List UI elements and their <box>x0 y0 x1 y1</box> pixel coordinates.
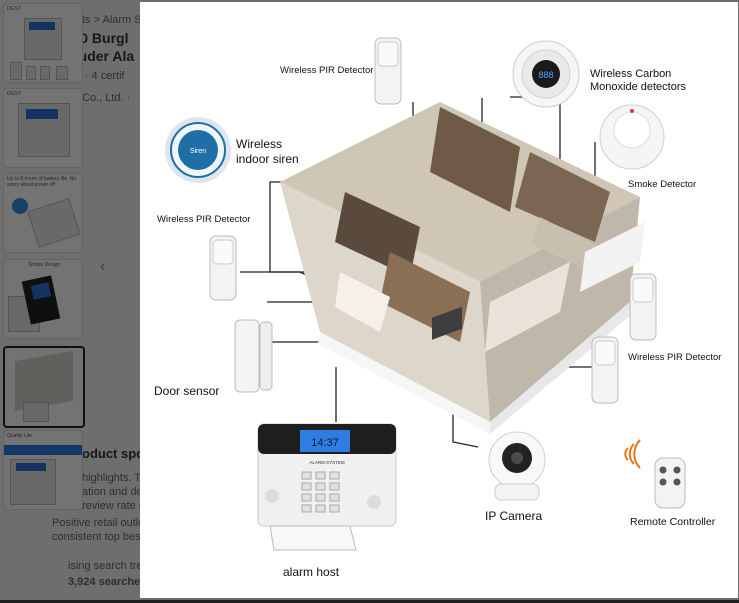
label-door: Door sensor <box>154 384 219 398</box>
label-smoke: Smoke Detector <box>628 179 696 190</box>
pir-detector-right-upper <box>629 273 657 341</box>
alarm-panel-image <box>27 198 81 248</box>
thumbnail-2[interactable]: DGST <box>3 88 83 168</box>
label-siren-line2: indoor siren <box>236 152 299 166</box>
host-display: 14:37 <box>311 437 339 449</box>
thumbnail-caption: DGST <box>7 91 21 97</box>
background-product-details: ts > Alarm S -500 Burgl ntruder Ala er ·… <box>52 0 159 600</box>
label-co-line1: Wireless Carbon <box>590 68 671 80</box>
image-viewer: Wireless PIR Detector 888 Wireless Carbo… <box>140 2 738 598</box>
previous-image-button[interactable]: ‹ <box>100 258 106 275</box>
host-brand: ALARM SYSTEM <box>309 460 345 465</box>
thumbnail-caption: Simple Design <box>28 262 61 268</box>
panel-screen <box>26 109 58 119</box>
thumbnail-caption: Quality Life <box>7 433 33 439</box>
product-spotlight-heading: oduct spo <box>82 446 145 461</box>
highlights-text: highlights. Th <box>82 472 148 484</box>
panel-screen <box>29 22 55 30</box>
thumbnail-6[interactable]: Quality Life <box>3 430 83 510</box>
label-camera: IP Camera <box>485 509 542 523</box>
sensor-image <box>56 66 68 80</box>
remote-controller <box>624 439 686 509</box>
co-detector: 888 <box>512 40 580 108</box>
label-host: alarm host <box>283 565 340 579</box>
ip-camera <box>488 431 546 501</box>
thumbnail-caption: Up to 8 hours of battery life, No worry … <box>7 176 77 188</box>
breadcrumb[interactable]: ts > Alarm S <box>82 14 142 26</box>
label-pir-top: Wireless PIR Detector <box>280 65 373 76</box>
pir-detector-left <box>209 235 237 301</box>
siren-badge: Siren <box>190 148 206 155</box>
sensor-image <box>10 62 22 80</box>
siren: Siren <box>165 117 231 183</box>
highlights-line-b: review rate o <box>82 500 145 512</box>
label-siren-line1: Wireless <box>236 137 282 151</box>
door-sensor <box>234 319 273 393</box>
thumbnail-1[interactable]: DGST <box>3 3 83 83</box>
smoke-detector <box>599 104 665 170</box>
thumbnail-caption: DGST <box>7 6 21 12</box>
label-pir-left: Wireless PIR Detector <box>157 214 250 225</box>
label-pir-right: Wireless PIR Detector <box>628 352 721 363</box>
thumbnail-4[interactable]: Simple Design <box>3 259 83 339</box>
thumbnail-5-selected[interactable] <box>3 346 85 428</box>
sensor-image <box>26 66 36 80</box>
banner <box>4 445 82 455</box>
sensor-image <box>40 66 50 80</box>
battery-icon <box>12 198 28 214</box>
co-display: 888 <box>538 70 553 80</box>
thumbnail-3[interactable]: Up to 8 hours of battery life, No worry … <box>3 173 83 253</box>
pir-detector-top <box>374 37 402 105</box>
security-system-infographic: Wireless PIR Detector 888 Wireless Carbo… <box>154 37 721 579</box>
thumbnail-strip: DGST DGST Up to 8 hours of battery life,… <box>0 0 90 600</box>
pir-detector-right-lower <box>591 336 619 404</box>
panel-screen <box>16 463 46 471</box>
label-co-line2: Monoxide detectors <box>590 81 686 93</box>
alarm-host-panel: 14:37 ALARM SYSTEM <box>257 423 397 551</box>
label-remote: Remote Controller <box>630 516 716 528</box>
highlights-line-a: ation and dea <box>82 486 149 498</box>
alarm-panel-image <box>23 402 49 422</box>
house-cutaway-illustration <box>280 102 645 434</box>
